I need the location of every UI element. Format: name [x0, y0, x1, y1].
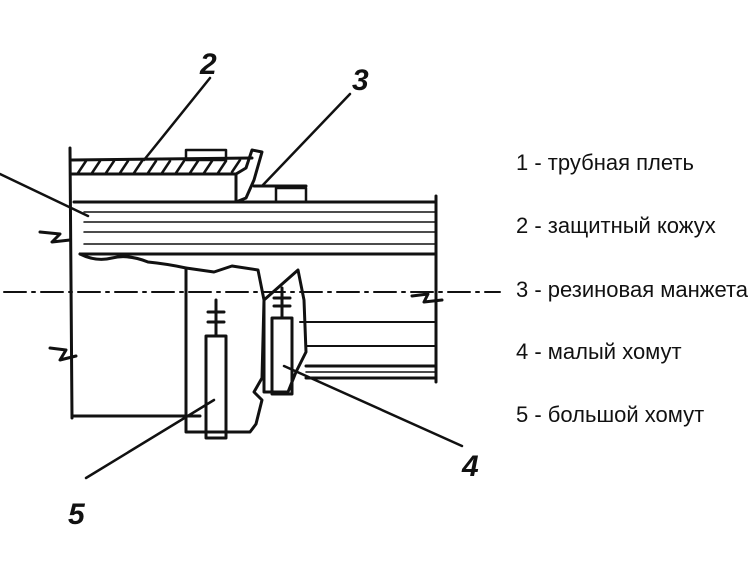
callout-4: 4 — [461, 450, 479, 483]
leader-3 — [260, 92, 352, 188]
legend-item-3: 3 - резиновая манжета — [516, 277, 749, 302]
protective-casing — [68, 146, 254, 420]
legend-item-5: 5 - большой хомут — [516, 402, 705, 427]
pipe-string — [72, 194, 438, 384]
small-clamp — [262, 268, 308, 396]
callout-5: 5 — [68, 498, 86, 531]
legend-item-1: 1 - трубная плеть — [516, 150, 694, 175]
inner-pipe-stub — [299, 321, 438, 380]
leader-4 — [282, 364, 464, 448]
leader-2 — [142, 76, 212, 162]
legend-item-2: 2 - защитный кожух — [516, 213, 716, 238]
callout-2: 2 — [199, 48, 217, 81]
break-marks — [38, 230, 444, 362]
legend-item-4: 4 - малый хомут — [516, 339, 682, 364]
large-clamp — [184, 264, 266, 440]
leader-lines — [0, 76, 464, 480]
callout-3: 3 — [352, 64, 369, 97]
leader-1 — [0, 172, 90, 218]
leader-5 — [84, 398, 216, 480]
